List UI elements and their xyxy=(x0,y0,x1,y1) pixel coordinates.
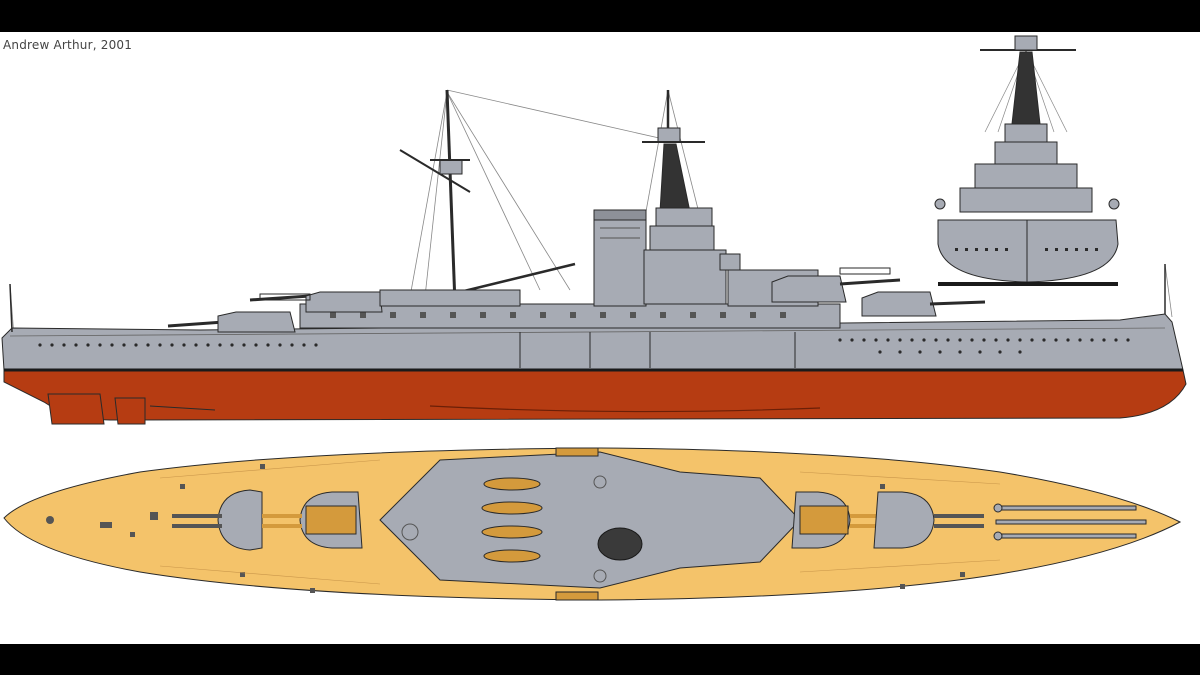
rudder xyxy=(47,393,105,425)
rigging-lines xyxy=(9,89,1173,338)
ship-drawings xyxy=(1,35,1187,601)
forward-turret-a xyxy=(861,291,986,317)
forward-turret-b xyxy=(771,267,901,303)
bilge-keel xyxy=(429,405,821,413)
turret-a-plan xyxy=(873,491,984,549)
drawing-canvas: Andrew Arthur, 2001 xyxy=(0,32,1200,644)
turret-b-plan xyxy=(791,491,890,549)
artist-credit: Andrew Arthur, 2001 xyxy=(3,38,133,52)
anchor-gear xyxy=(993,503,1147,541)
lower-hull xyxy=(3,369,1187,421)
side-profile-view xyxy=(1,89,1187,425)
aft-turret-y xyxy=(167,311,296,333)
plan-view xyxy=(3,447,1182,601)
propeller-skeg xyxy=(114,397,146,425)
mainmast xyxy=(399,89,576,305)
funnel-top xyxy=(597,527,643,561)
turret-x-plan xyxy=(262,491,363,549)
ships-boats xyxy=(481,477,543,563)
portholes xyxy=(38,338,1130,354)
funnel xyxy=(593,209,647,307)
aft-turret-x xyxy=(249,291,383,313)
aft-superstructure xyxy=(379,289,521,307)
bow-view xyxy=(934,35,1120,286)
turret-y-plan xyxy=(172,489,263,551)
foremast-bridge xyxy=(642,90,741,305)
